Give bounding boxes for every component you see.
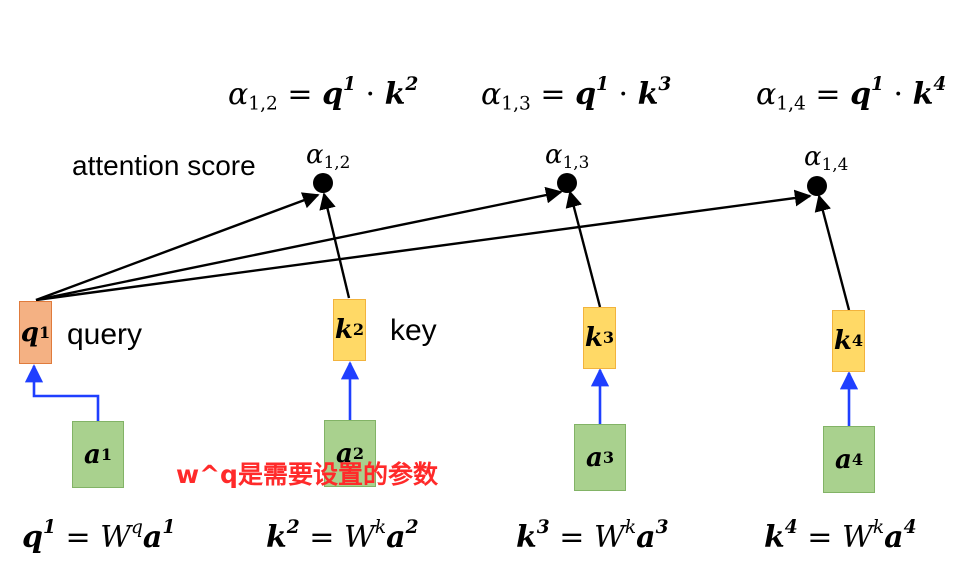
- score-label-alpha14: α1,4: [804, 142, 849, 175]
- edge-q1-to-alpha13: [35, 186, 563, 302]
- score-node-alpha14: [807, 176, 827, 196]
- formula-alpha14: α1,4 = q1 · k4: [756, 74, 947, 115]
- edge-k2-to-alpha12: [319, 192, 351, 299]
- edge-k4-to-alpha14: [814, 194, 851, 311]
- query-label: query: [67, 318, 143, 351]
- formula-alpha12: α1,2 = q1 · k2: [228, 74, 419, 115]
- attention-score-label: attention score: [72, 150, 256, 181]
- score-node-alpha13: [557, 173, 577, 193]
- equation-k2: k2 = Wka2: [266, 517, 419, 555]
- edge-q1-to-alpha12: [35, 192, 320, 302]
- parameter-note: w^q是需要设置的参数: [176, 460, 438, 489]
- edge-q1-to-alpha14: [35, 189, 812, 302]
- score-label-alpha13: α1,3: [545, 140, 590, 173]
- edge-k3-to-alpha13: [565, 190, 602, 308]
- equation-k4: k4 = Wka4: [764, 517, 917, 555]
- key-label: key: [390, 314, 437, 347]
- score-label-alpha12: α1,2: [306, 140, 351, 173]
- weight-arrow-a1-to-q1: [24, 364, 100, 421]
- equation-q1: q1 = Wqa1: [22, 517, 176, 555]
- equation-k3: k3 = Wka3: [516, 517, 669, 555]
- formula-alpha13: α1,3 = q1 · k3: [481, 74, 672, 115]
- score-node-alpha12: [313, 173, 333, 193]
